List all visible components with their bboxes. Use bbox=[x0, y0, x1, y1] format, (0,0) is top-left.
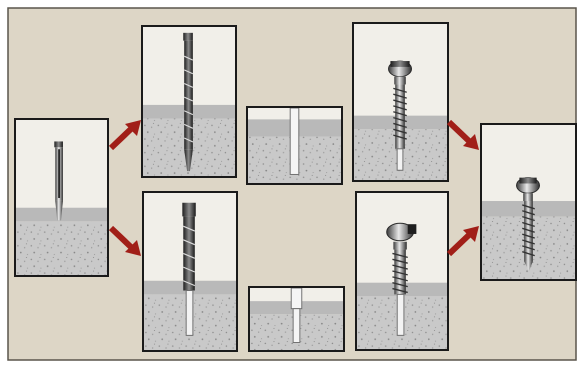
arrow-down-right-2 bbox=[446, 118, 482, 152]
hole-straight-icon bbox=[290, 108, 299, 174]
screw-insertion-top-panel bbox=[352, 22, 449, 182]
arrow-up-right-1 bbox=[108, 118, 144, 152]
arrow-up-right-2 bbox=[446, 224, 482, 258]
pilot-drill-deep-panel bbox=[141, 25, 237, 178]
hole-stepped-icon bbox=[291, 288, 302, 342]
screw-seated-panel bbox=[480, 123, 577, 281]
screw-insertion-bottom-panel bbox=[355, 191, 449, 351]
drilled-hole-straight-panel bbox=[246, 106, 343, 185]
pilot-drill-stepped-panel bbox=[142, 191, 238, 352]
long-pilot-drill-icon bbox=[183, 33, 193, 171]
drilled-hole-stepped-panel bbox=[248, 286, 345, 352]
arrow-down-right-1 bbox=[108, 224, 144, 258]
pilot-drill-start-panel bbox=[14, 118, 109, 277]
